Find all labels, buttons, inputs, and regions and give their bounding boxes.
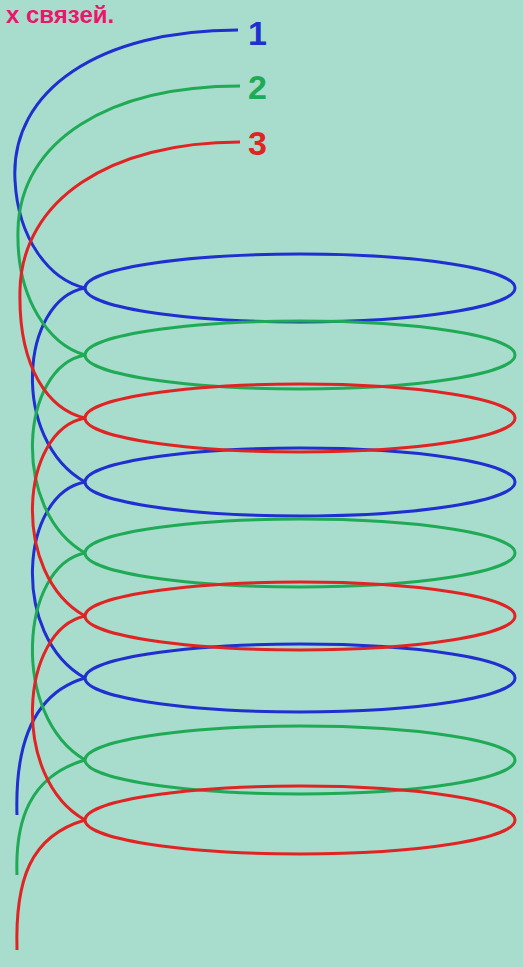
callout-number: 2	[248, 70, 267, 104]
strand-2	[17, 86, 515, 875]
strand-1	[15, 30, 515, 815]
strand-3	[17, 142, 515, 950]
callout-number: 1	[248, 16, 267, 50]
callout-number: 3	[248, 126, 267, 160]
heading-fragment: х связей.	[6, 3, 114, 27]
